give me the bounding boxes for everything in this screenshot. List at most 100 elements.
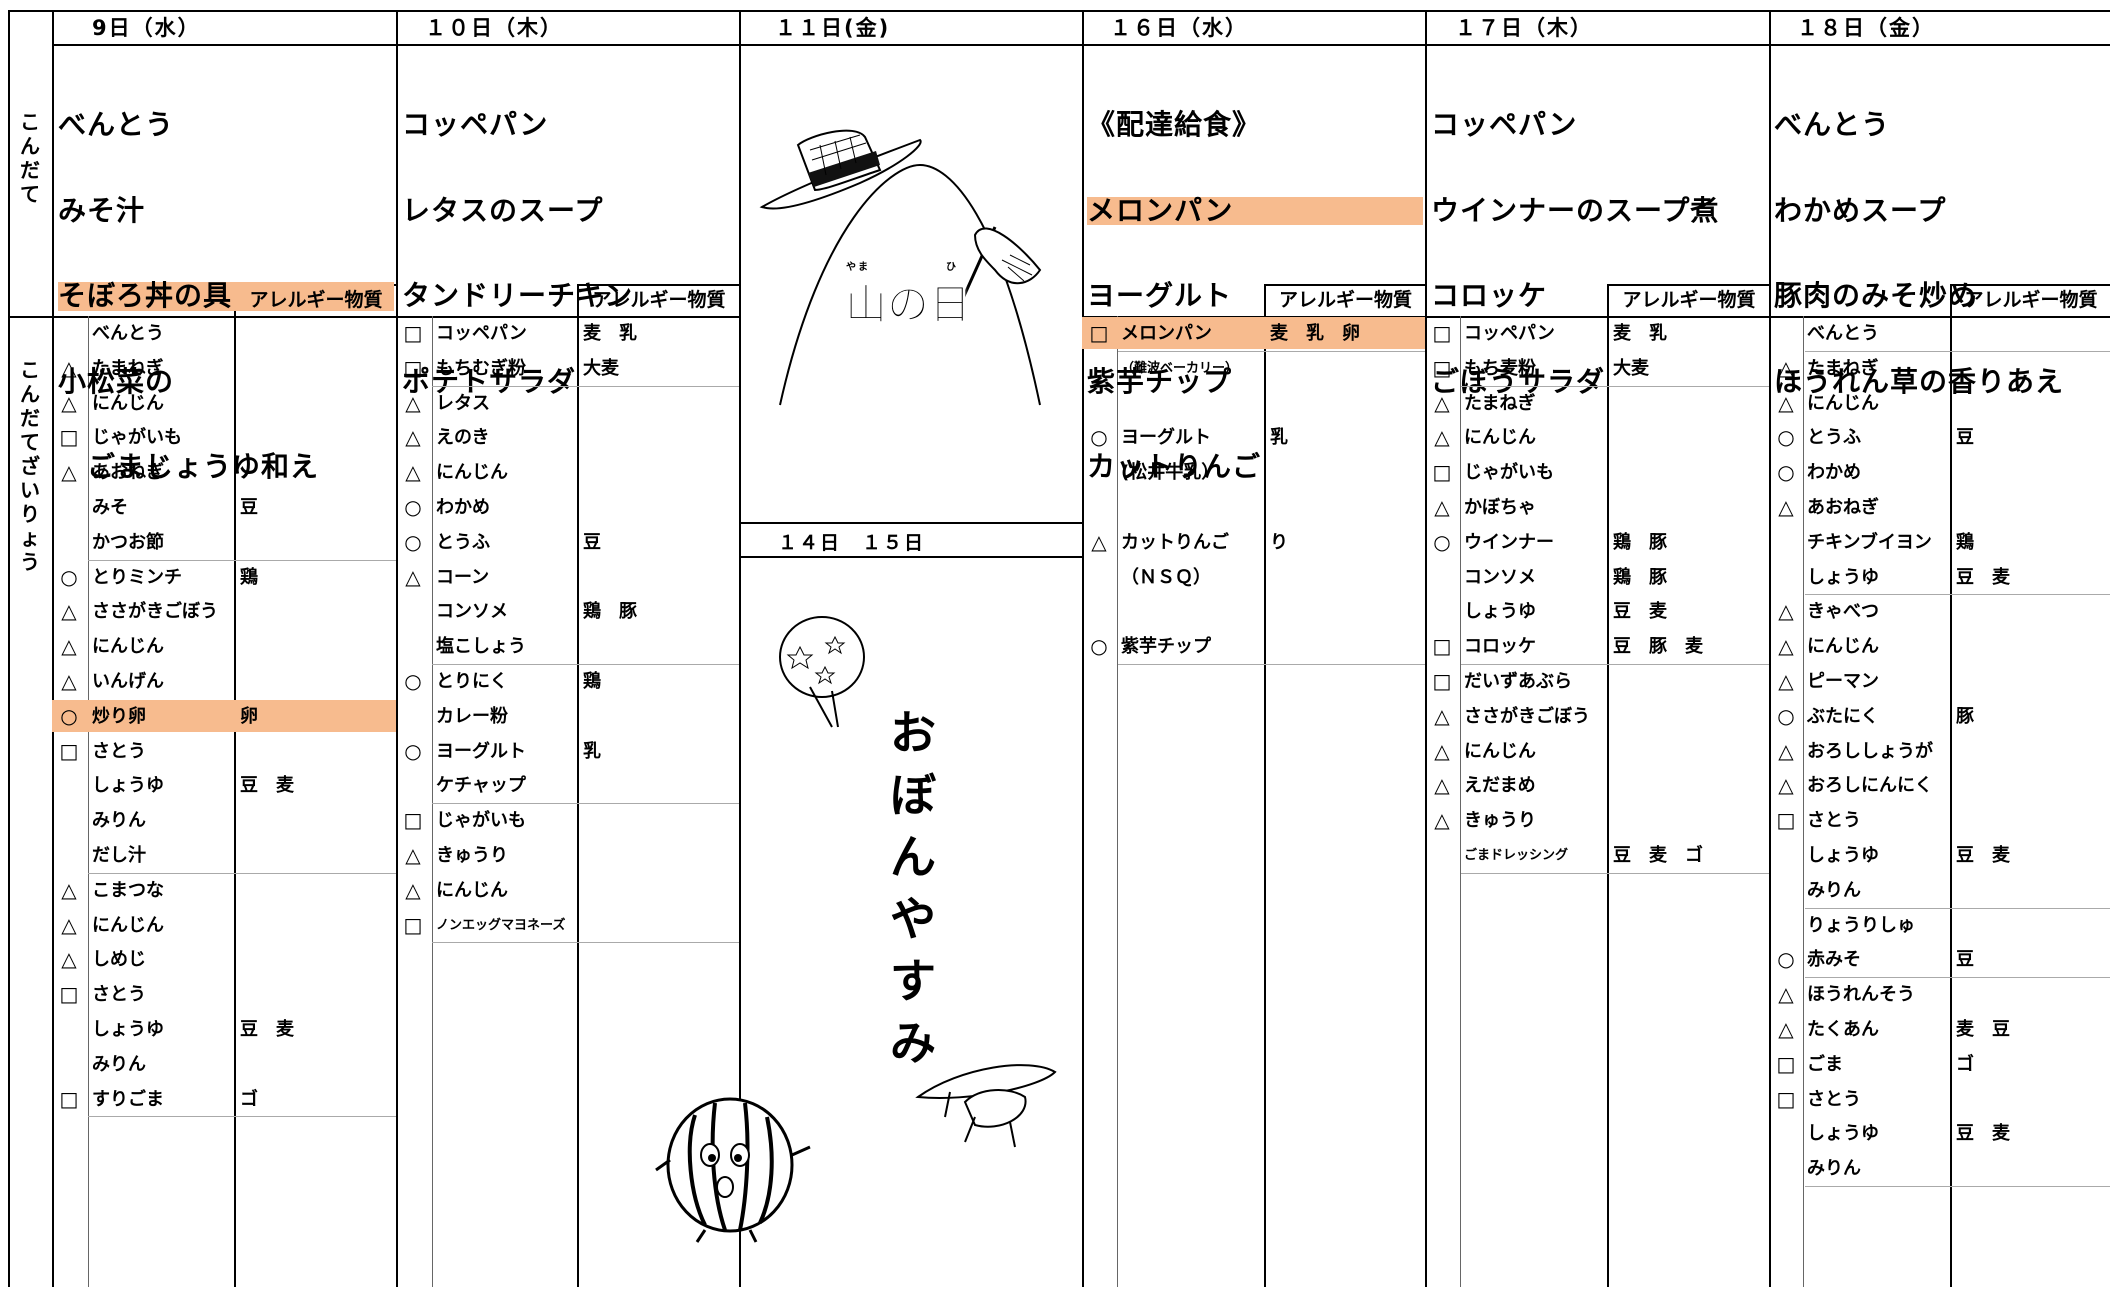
menu-item: ほうれん草の香りあえ — [1774, 364, 2065, 398]
grid-line — [52, 10, 54, 1287]
ingredient-name: にんじん — [92, 392, 164, 414]
ingredient-name: にんじん — [1807, 392, 1879, 414]
menu-item: レタスのスープ — [402, 193, 604, 227]
ingredient-name: 紫芋チップ — [1121, 636, 1211, 658]
ingredient-name: ぶたにく — [1807, 705, 1879, 727]
grid-line — [577, 284, 739, 286]
supply-symbol: □ — [403, 808, 423, 833]
ingredient-name: にんじん — [92, 914, 164, 936]
supply-symbol: ○ — [1090, 634, 1108, 659]
menu-day-17: コッペパン ウインナーのスープ煮 コロッケ ごぼうサラダ — [1431, 54, 1719, 425]
ingredient-name: すりごま — [92, 1088, 164, 1110]
supply-symbol: □ — [59, 982, 79, 1007]
ingredient-name: 炒り卵 — [92, 705, 146, 727]
row-separator — [1805, 350, 2110, 352]
menu-day-16: 《配達給食》 メロンパン ヨーグルト 紫芋チップ カットりんご — [1087, 54, 1423, 510]
row-separator — [1461, 664, 1769, 665]
ingredient-name: ノンエッグマヨネーズ — [436, 917, 566, 933]
menu-item: 豚肉のみそ炒め — [1774, 279, 1978, 312]
supply-symbol: □ — [403, 321, 423, 345]
supply-symbol: △ — [1778, 669, 1794, 693]
ingredient-name: おろししょうが — [1807, 740, 1933, 762]
grid-line — [234, 284, 236, 1287]
ingredient-name: (松井牛乳） — [1121, 462, 1220, 484]
supply-symbol: △ — [61, 877, 77, 902]
supply-symbol: △ — [1778, 634, 1794, 659]
supply-symbol: △ — [1434, 390, 1450, 415]
grid-line — [8, 316, 739, 318]
ingredient-name: わかめ — [1807, 462, 1861, 484]
mountain-illustration — [759, 129, 1042, 406]
ingredient-name: だいずあぶら — [1464, 671, 1572, 692]
supply-symbol: △ — [1778, 982, 1794, 1007]
highlighted-row — [52, 699, 396, 732]
supply-symbol: □ — [1776, 1086, 1796, 1111]
watermelon-icon — [655, 1097, 811, 1243]
ingredient-name: じゃがいも — [1464, 462, 1554, 484]
ingredient-name: レタス — [436, 392, 490, 414]
supply-symbol: ○ — [1090, 425, 1108, 450]
supply-symbol: ○ — [404, 529, 422, 554]
supply-symbol: △ — [405, 877, 421, 902]
ingredient-name: とりミンチ — [92, 566, 182, 588]
ingredient-name: コーン — [436, 566, 490, 588]
supply-symbol: △ — [405, 843, 421, 867]
supply-symbol: △ — [1778, 390, 1794, 415]
supply-symbol: △ — [1778, 773, 1794, 798]
grid-line — [1460, 316, 1461, 1287]
grid-line — [1082, 316, 2110, 318]
supply-symbol: □ — [403, 912, 423, 937]
supply-symbol: △ — [405, 460, 421, 485]
menu-item: ごぼうサラダ — [1431, 364, 1606, 398]
menu-item: わかめスープ — [1774, 193, 1947, 227]
allergen-value: 乳 — [583, 740, 601, 762]
allergen-value: ゴ — [1956, 1053, 1974, 1075]
ingredient-name: （難波ベーカリー） — [1121, 360, 1239, 376]
allergen-value: 豆 麦 — [240, 1019, 294, 1040]
ingredient-name: とりにく — [436, 671, 508, 692]
grid-line — [8, 10, 10, 1287]
menu-day-10: コッペパン レタスのスープ タンドリーチキン ポテトサラダ — [402, 54, 633, 425]
supply-symbol: □ — [59, 1086, 79, 1111]
obon-char: み — [890, 1016, 936, 1070]
ingredient-name: 塩こしょう — [436, 636, 526, 658]
supply-symbol: ○ — [60, 564, 78, 589]
menu-item-highlighted: メロンパン — [1087, 196, 1423, 225]
allergen-value: 豆 麦 — [1613, 601, 1667, 623]
grid-line — [739, 556, 1082, 558]
allergen-value: 鶏 — [240, 566, 258, 588]
menu-day-18: べんとう わかめスープ 豚肉のみそ炒め ほうれん草の香りあえ — [1774, 54, 2064, 425]
supply-symbol: □ — [59, 425, 79, 450]
ingredient-name: （ＮＳＱ） — [1121, 566, 1211, 588]
ingredient-name: あおねぎ — [1807, 497, 1879, 518]
row-separator — [1461, 872, 1769, 874]
ingredient-name: しょうゆ — [92, 775, 164, 797]
ingredient-name: にんじん — [1464, 427, 1536, 449]
supply-symbol: △ — [405, 425, 421, 450]
label-char: ん — [20, 382, 40, 406]
grid-line — [739, 10, 741, 1287]
grid-line — [8, 10, 2110, 12]
grid-line — [739, 522, 1082, 524]
grid-line — [1117, 316, 1118, 1287]
supply-symbol: △ — [1434, 773, 1450, 798]
obon-panel: お ぼ ん や す み — [740, 557, 1082, 1287]
menu-item: ポテトサラダ — [402, 364, 577, 398]
menu-item: 小松菜の — [58, 364, 175, 398]
allergen-value: 豚 — [1956, 705, 1974, 727]
ingredient-name: きゅうり — [1464, 810, 1536, 832]
supply-symbol: △ — [61, 634, 77, 659]
row-separator — [1805, 907, 2110, 909]
label-char: り — [20, 502, 40, 526]
supply-symbol: ○ — [404, 738, 422, 763]
supply-symbol: △ — [1778, 495, 1794, 519]
grid-line — [52, 44, 2110, 46]
ingredient-name: しょうゆ — [1464, 601, 1536, 623]
row-separator — [1805, 1186, 2110, 1187]
ingredient-name: チキンブイヨン — [1807, 531, 1932, 553]
menu-item: 紫芋チップ — [1087, 364, 1233, 398]
label-char: て — [20, 430, 40, 454]
allergen-value: 鶏 豚 — [583, 601, 637, 623]
day-header-16: １６日（水） — [1110, 16, 1248, 40]
supply-symbol: △ — [61, 390, 77, 415]
